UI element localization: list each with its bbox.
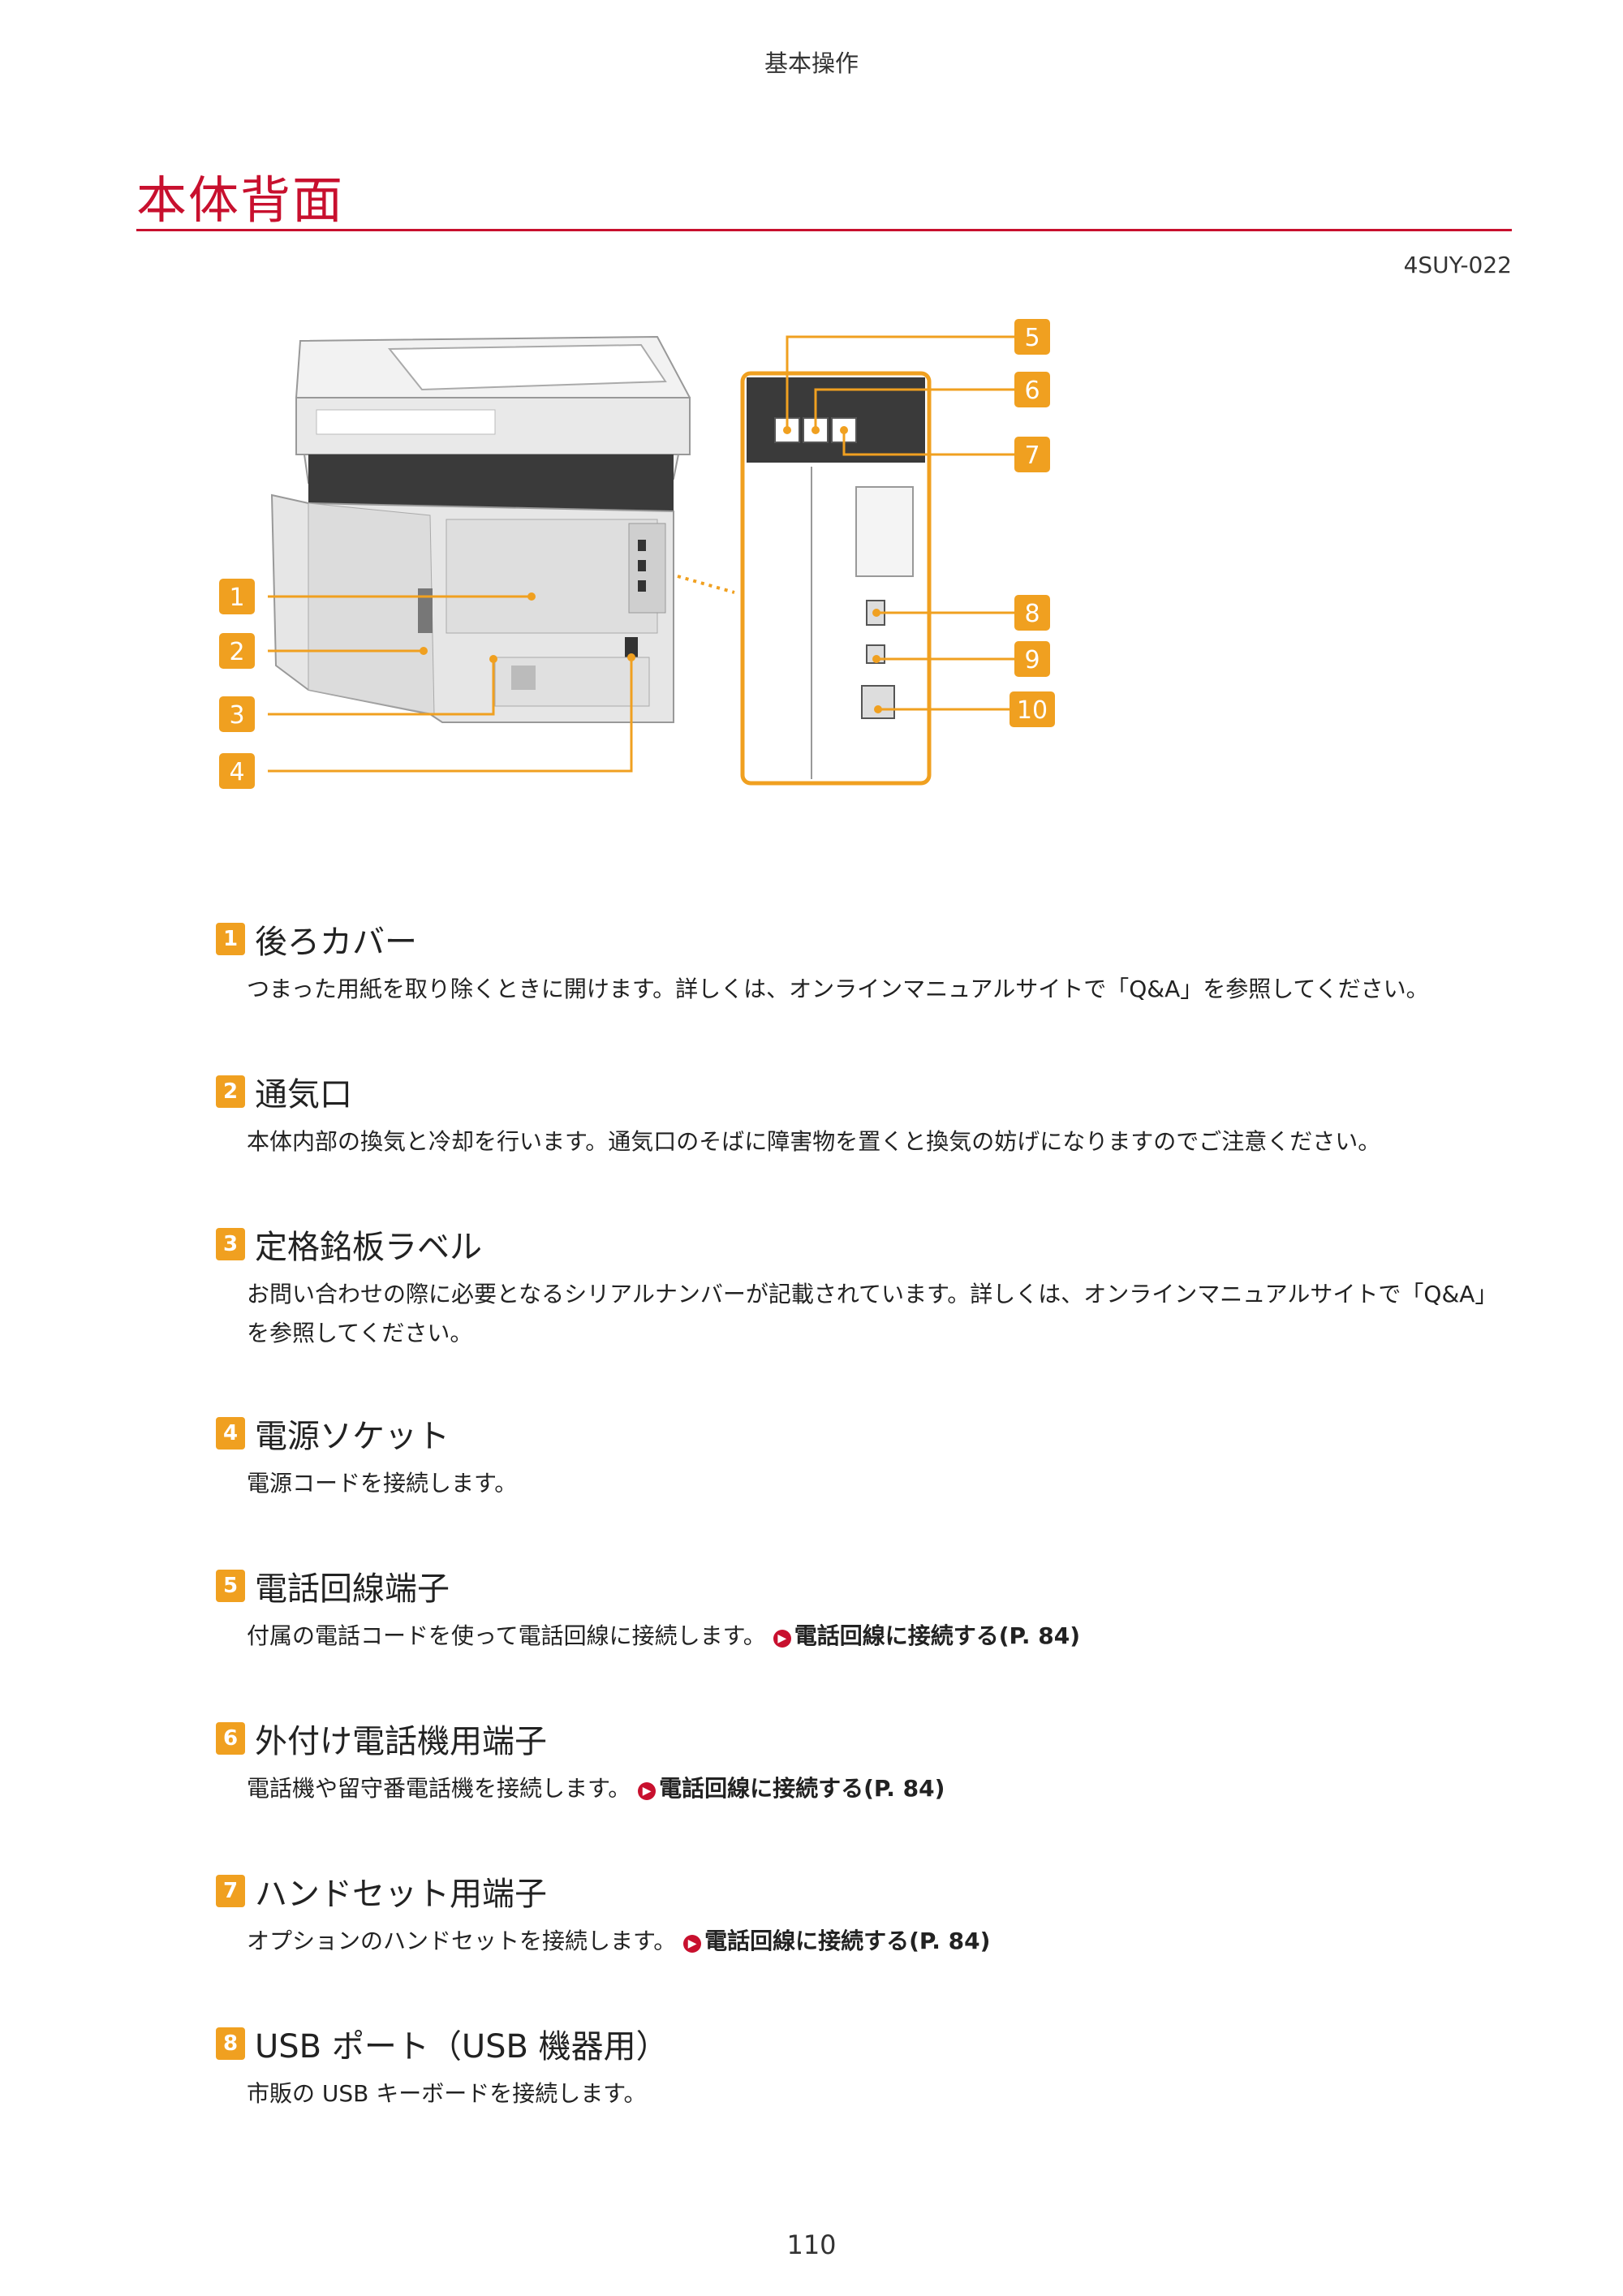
rear-view-figure: 1 2 3 4 5 6 7 8 9 10 (187, 308, 1104, 803)
svg-text:7: 7 (1024, 442, 1040, 470)
callout-10: 10 (1010, 691, 1055, 727)
item-number-badge: 3 (216, 1228, 245, 1260)
item-description: 電話機や留守番電話機を接続します。 ▶電話回線に接続する(P. 84) (247, 1769, 1513, 1808)
callout-lines (268, 335, 1027, 773)
callout-9: 9 (1014, 641, 1050, 677)
item-number-badge: 5 (216, 1570, 245, 1602)
item-description: 市販の USB キーボードを接続します。 (247, 2080, 647, 2107)
link-text: 電話回線に接続する(P. 84) (794, 1622, 1081, 1649)
cross-reference-link[interactable]: ▶電話回線に接続する(P. 84) (683, 1928, 990, 1954)
item-rating-label: 3 定格銘板ラベル お問い合わせの際に必要となるシリアルナンバーが記載されています… (216, 1225, 1514, 1353)
item-description-text: 付属の電話コードを使って電話回線に接続します。 (247, 1622, 766, 1649)
page-title: 本体背面 (136, 170, 345, 230)
callout-3: 3 (219, 696, 255, 732)
svg-text:2: 2 (229, 638, 244, 666)
item-title: 通気口 (255, 1076, 352, 1114)
item-title: 電源ソケット (255, 1418, 450, 1455)
item-description: つまった用紙を取り除くときに開けます。詳しくは、オンラインマニュアルサイトで「Q… (247, 976, 1429, 1002)
item-number-badge: 6 (216, 1722, 245, 1755)
link-text: 電話回線に接続する(P. 84) (659, 1775, 945, 1802)
running-header: 基本操作 (764, 50, 859, 77)
item-title: 外付け電話機用端子 (255, 1723, 547, 1760)
callout-4: 4 (219, 753, 255, 789)
svg-text:10: 10 (1017, 696, 1048, 725)
item-title: 後ろカバー (255, 924, 417, 961)
callout-5: 5 (1014, 319, 1050, 355)
svg-text:3: 3 (229, 701, 244, 730)
svg-text:5: 5 (1024, 324, 1040, 352)
page-number: 110 (786, 2229, 837, 2260)
cross-reference-link[interactable]: ▶電話回線に接続する(P. 84) (638, 1775, 945, 1802)
item-handset-jack: 7 ハンドセット用端子 オプションのハンドセットを接続します。 ▶電話回線に接続す… (216, 1872, 1514, 1961)
item-external-telephone-jack: 6 外付け電話機用端子 電話機や留守番電話機を接続します。 ▶電話回線に接続する(… (216, 1719, 1514, 1808)
item-number-badge: 7 (216, 1875, 245, 1907)
item-description-text: 電話機や留守番電話機を接続します。 (247, 1775, 631, 1802)
svg-text:9: 9 (1024, 646, 1040, 674)
item-description: オプションのハンドセットを接続します。 ▶電話回線に接続する(P. 84) (247, 1922, 1513, 1961)
callout-1: 1 (219, 579, 255, 614)
callout-7: 7 (1014, 437, 1050, 472)
link-arrow-icon: ▶ (638, 1782, 657, 1800)
item-number-badge: 1 (216, 923, 245, 955)
port-detail-inset (740, 371, 932, 786)
item-title: USB ポート（USB 機器用） (255, 2028, 669, 2066)
callout-8: 8 (1014, 595, 1050, 631)
item-title: 電話回線端子 (255, 1570, 450, 1608)
title-rule (136, 229, 1512, 231)
printer-rear-illustration: 1 2 3 4 5 6 7 8 9 10 (219, 319, 1055, 789)
svg-text:1: 1 (229, 584, 244, 612)
link-arrow-icon: ▶ (773, 1630, 791, 1648)
callout-2: 2 (219, 633, 255, 669)
link-arrow-icon: ▶ (683, 1935, 702, 1953)
item-title: 定格銘板ラベル (255, 1229, 482, 1266)
item-ventilation-slots: 2 通気口 本体内部の換気と冷却を行います。通気口のそばに障害物を置くと換気の妨げ… (216, 1072, 1514, 1161)
item-description: 電源コードを接続します。 (247, 1470, 518, 1497)
link-text: 電話回線に接続する(P. 84) (704, 1928, 991, 1954)
item-description-text: オプションのハンドセットを接続します。 (247, 1928, 677, 1954)
item-description: お問い合わせの際に必要となるシリアルナンバーが記載されています。詳しくは、オンラ… (247, 1281, 1498, 1346)
item-description: 本体内部の換気と冷却を行います。通気口のそばに障害物を置くと換気の妨げになります… (247, 1128, 1381, 1155)
item-number-badge: 4 (216, 1417, 245, 1450)
item-power-socket: 4 電源ソケット 電源コードを接続します。 (216, 1414, 1514, 1503)
svg-text:6: 6 (1024, 377, 1040, 405)
item-number-badge: 2 (216, 1075, 245, 1108)
item-title: ハンドセット用端子 (255, 1876, 547, 1913)
document-code: 4SUY-022 (1403, 252, 1512, 278)
item-description: 付属の電話コードを使って電話回線に接続します。 ▶電話回線に接続する(P. 84… (247, 1617, 1513, 1656)
callout-6: 6 (1014, 372, 1050, 407)
cross-reference-link[interactable]: ▶電話回線に接続する(P. 84) (773, 1622, 1080, 1649)
item-number-badge: 8 (216, 2027, 245, 2060)
item-rear-cover: 1 後ろカバー つまった用紙を取り除くときに開けます。詳しくは、オンラインマニュア… (216, 920, 1514, 1009)
item-telephone-line-jack: 5 電話回線端子 付属の電話コードを使って電話回線に接続します。 ▶電話回線に接続… (216, 1566, 1514, 1656)
svg-text:4: 4 (229, 758, 244, 786)
item-usb-port: 8 USB ポート（USB 機器用） 市販の USB キーボードを接続します。 (216, 2024, 1514, 2113)
svg-text:8: 8 (1024, 600, 1040, 628)
printer-illustration (270, 335, 691, 723)
